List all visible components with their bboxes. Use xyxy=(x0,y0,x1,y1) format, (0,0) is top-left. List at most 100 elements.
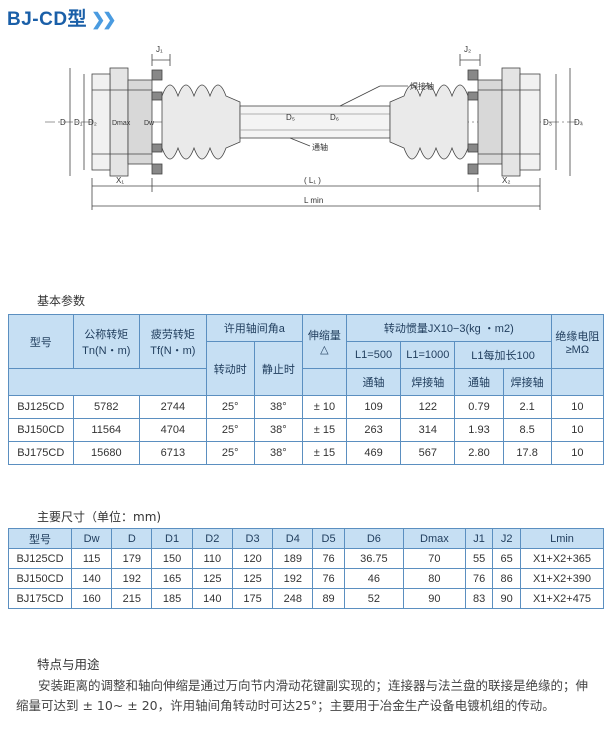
cell: 76 xyxy=(464,568,494,589)
label-weld-shaft: 焊接轴 xyxy=(410,81,434,91)
cell: 76 xyxy=(312,548,345,569)
dims-section-title: 主要尺寸（单位：mm) xyxy=(37,510,162,524)
cell: 469 xyxy=(345,441,402,465)
cell: 185 xyxy=(151,588,193,609)
hdr-l1000: L1=1000 xyxy=(400,341,456,369)
hdr-l500: L1=500 xyxy=(345,341,402,369)
hdr-cell: Dw xyxy=(70,528,113,549)
cell: 38° xyxy=(253,395,303,419)
cell: 314 xyxy=(400,418,456,442)
cell: 38° xyxy=(253,441,303,465)
hdr-cell: Dmax xyxy=(403,528,466,549)
cell: 76 xyxy=(312,568,345,589)
cell: 165 xyxy=(151,568,193,589)
params-table: 型号 公称转矩 Tn(N・m) 疲劳转矩 Tf(N・m) 许用轴间角a 伸缩量 … xyxy=(8,314,605,465)
label-d2: D₂ xyxy=(88,118,97,127)
cell: 109 xyxy=(345,395,402,419)
hdr-through: 通轴 xyxy=(345,368,402,396)
label-d6: D₆ xyxy=(330,113,339,122)
cell: ± 15 xyxy=(301,418,347,442)
label-d: D xyxy=(60,118,66,127)
hdr-cell: D1 xyxy=(151,528,193,549)
hdr-angle: 许用轴间角a xyxy=(205,314,303,342)
hdr-angle-run: 转动时 xyxy=(205,341,255,396)
hdr-cell: D6 xyxy=(343,528,405,549)
hdr-l100: L1每加长100 xyxy=(454,341,552,369)
cell: 36.75 xyxy=(343,548,405,569)
hdr-cell: D3 xyxy=(231,528,274,549)
label-d5: D₅ xyxy=(286,113,295,122)
hdr-through2: 通轴 xyxy=(454,368,504,396)
hdr-cell: D2 xyxy=(191,528,233,549)
cell: BJ150CD xyxy=(8,568,72,589)
cell: 2.1 xyxy=(502,395,552,419)
hdr-cell: J1 xyxy=(464,528,494,549)
cell: BJ175CD xyxy=(8,441,74,465)
hdr-insulation: 绝缘电阻 ≥MΩ xyxy=(550,314,605,369)
cell: 46 xyxy=(343,568,405,589)
hdr-welded2: 焊接轴 xyxy=(502,368,552,396)
cell: 25° xyxy=(205,441,255,465)
cell: 1.93 xyxy=(454,418,504,442)
cell: 89 xyxy=(312,588,345,609)
cell: 189 xyxy=(272,548,314,569)
cell: 248 xyxy=(272,588,314,609)
cell: 25° xyxy=(205,395,255,419)
cell: 15680 xyxy=(72,441,141,465)
cell: 175 xyxy=(231,588,274,609)
hdr-inertia: 转动惯量JX10−3(kg ・m2) xyxy=(345,314,552,342)
cell: 70 xyxy=(403,548,466,569)
label-lmin: L min xyxy=(304,196,323,205)
cell: 38° xyxy=(253,418,303,442)
label-x1: X₁ xyxy=(116,176,124,185)
label-dmax: Dmax xyxy=(112,120,131,127)
cell: BJ125CD xyxy=(8,395,74,419)
cell: 83 xyxy=(464,588,494,609)
cell: 115 xyxy=(70,548,113,569)
params-section-title: 基本参数 xyxy=(37,294,86,308)
cell: 10 xyxy=(550,395,605,419)
cell: 10 xyxy=(550,441,605,465)
features-title: 特点与用途 xyxy=(37,657,100,672)
cell: 567 xyxy=(400,441,456,465)
cell: 120 xyxy=(231,548,274,569)
cell: ± 10 xyxy=(301,395,347,419)
features-text: 安装距离的调整和轴向伸缩是通过万向节内滑动花键副实现的；连接器与法兰盘的联接是绝… xyxy=(16,678,589,713)
hdr-welded: 焊接轴 xyxy=(400,368,456,396)
cell: BJ150CD xyxy=(8,418,74,442)
label-d3: D₃ xyxy=(543,118,552,127)
cell: 122 xyxy=(400,395,456,419)
label-d4: D₄ xyxy=(574,118,583,127)
cell: 215 xyxy=(111,588,153,609)
hdr-cell: D xyxy=(111,528,153,549)
page-title: BJ-CD型❯❯ xyxy=(7,4,116,31)
label-j1: J₁ xyxy=(156,45,163,54)
cell: 150 xyxy=(151,548,193,569)
cell: X1+X2+365 xyxy=(520,548,604,569)
label-dw: Dw xyxy=(144,120,155,127)
hdr-cell: J2 xyxy=(492,528,521,549)
cell: 55 xyxy=(464,548,494,569)
cell: 52 xyxy=(343,588,405,609)
hdr-tf: 疲劳转矩 Tf(N・m) xyxy=(139,314,207,369)
label-x2: X₂ xyxy=(502,176,510,185)
cell: 263 xyxy=(345,418,402,442)
cell: 86 xyxy=(492,568,521,589)
coupling-drawing: J₁ J₂ D D₁ D₂ Dmax Dw D₅ D₆ D₃ D₄ 焊接轴 通轴… xyxy=(45,45,583,210)
cell: 80 xyxy=(403,568,466,589)
cell: 125 xyxy=(231,568,274,589)
label-through-shaft: 通轴 xyxy=(312,142,328,152)
hdr-cell: Lmin xyxy=(520,528,604,549)
double-chevron-icon: ❯❯ xyxy=(91,10,116,29)
cell: 65 xyxy=(492,548,521,569)
cell: 6713 xyxy=(139,441,207,465)
cell: 125 xyxy=(191,568,233,589)
cell: X1+X2+475 xyxy=(520,588,604,609)
hdr-model: 型号 xyxy=(8,314,74,369)
cell: 140 xyxy=(70,568,113,589)
